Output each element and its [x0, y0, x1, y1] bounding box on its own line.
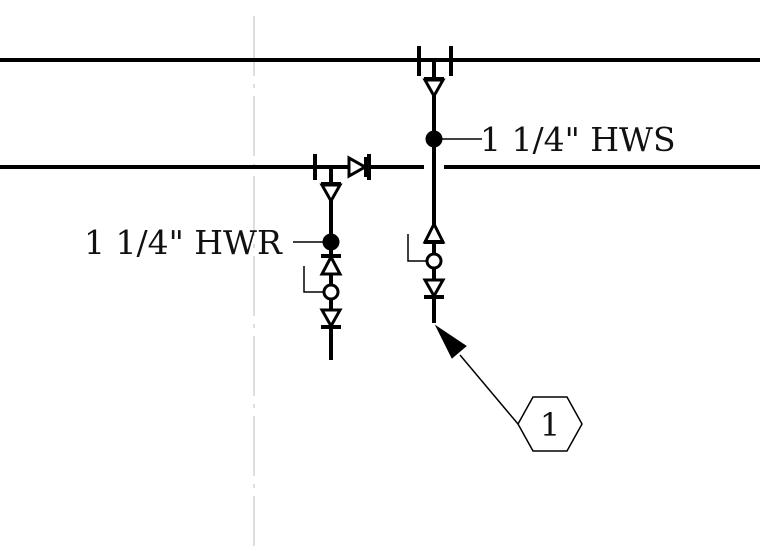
hwr-riser	[293, 154, 371, 360]
hwr-label: 1 1/4" HWR	[84, 223, 283, 262]
connection-point	[322, 233, 340, 251]
hws-label: 1 1/4" HWS	[480, 120, 676, 159]
connection-point	[425, 130, 443, 148]
keynote-tag: 1	[517, 396, 583, 452]
sensor-icon	[407, 234, 443, 270]
hws-riser	[407, 46, 482, 323]
check-valve-icon	[422, 278, 446, 300]
keynote-number: 1	[540, 406, 560, 444]
hexagon-icon	[517, 396, 583, 452]
check-valve-icon	[319, 308, 343, 330]
sensor-icon	[303, 266, 340, 301]
check-valve-icon	[347, 155, 369, 179]
balancing-valve-icon	[422, 220, 446, 244]
arrowhead-icon	[434, 324, 467, 359]
keynote-leader	[434, 324, 519, 425]
check-valve-icon	[319, 182, 343, 205]
check-valve-icon	[422, 77, 446, 100]
balancing-valve-icon	[319, 253, 343, 276]
